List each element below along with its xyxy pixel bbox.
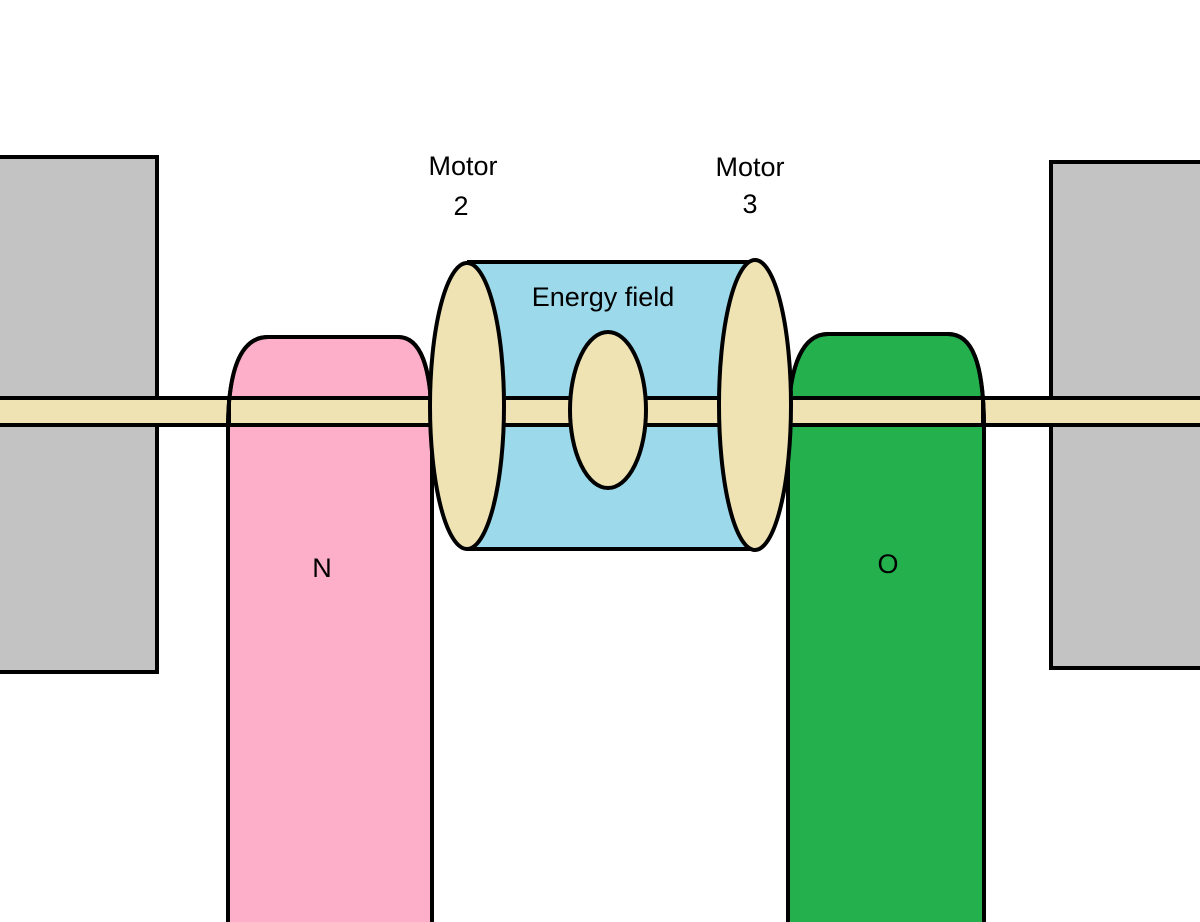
motor-2-label-line1: Motor xyxy=(428,151,497,181)
motor-3-label-line1: Motor xyxy=(715,152,784,182)
energy-field-label: Energy field xyxy=(532,282,675,312)
magnet-right-label: O xyxy=(877,549,898,579)
motor-3-label-line2: 3 xyxy=(742,189,757,219)
shaft-over-left-magnet xyxy=(227,396,433,427)
magnet-left-label: N xyxy=(312,553,332,583)
rotor-disc xyxy=(568,330,648,490)
motor-2-label-line2: 2 xyxy=(453,191,468,221)
motor-2-disc xyxy=(428,261,506,551)
shaft-over-right-magnet xyxy=(787,396,985,427)
motor-3-disc xyxy=(717,258,793,552)
